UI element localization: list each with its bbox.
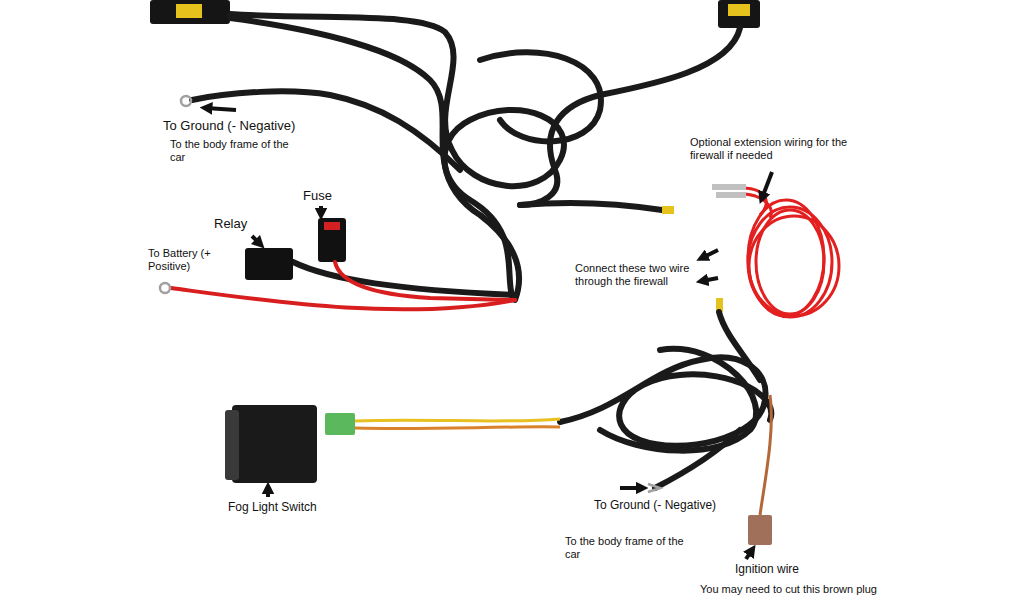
callout-label: To the body frame of the car: [170, 138, 295, 164]
pointer-arrow: [702, 250, 718, 258]
callout-label: Relay: [214, 216, 247, 232]
pointer-arrow: [702, 278, 718, 281]
pointer-arrow: [266, 488, 270, 497]
ground-wire: [655, 430, 740, 488]
callout-label: Fuse: [303, 188, 332, 204]
callout-label: You may need to cut this brown plug: [700, 583, 877, 596]
callout-label: Connect these two wire through the firew…: [575, 262, 693, 288]
connector-seal: [176, 4, 202, 18]
pointer-arrow: [206, 108, 236, 110]
callout-label: To Ground (- Negative): [594, 498, 716, 512]
ring-terminal: [160, 283, 170, 293]
harness-wires: [192, 14, 740, 300]
callout-label: To Ground (- Negative): [163, 118, 295, 134]
pointer-arrow: [252, 236, 260, 244]
coil-loop: [756, 210, 824, 314]
coil-lead: [745, 194, 771, 218]
ignition-wire: [760, 395, 771, 515]
harness-wires: [560, 312, 771, 488]
pointer-arrow: [746, 550, 752, 559]
extension-wire-coil: [745, 188, 839, 317]
switch-connector: [325, 413, 355, 435]
pointer-arrow: [762, 172, 772, 198]
callout-label: Fog Light Switch: [228, 500, 317, 514]
callout-label: To Battery (+ Positive): [148, 247, 228, 273]
switch-body: [232, 405, 317, 483]
fuse-wire: [335, 262, 515, 300]
relay-wire: [293, 262, 515, 295]
pointer-arrow: [319, 206, 323, 214]
ring-terminal: [181, 96, 191, 106]
switch-face: [225, 410, 239, 480]
spade-terminal: [716, 192, 746, 198]
spade-terminal: [712, 184, 746, 190]
connector-seal: [728, 4, 750, 16]
fork-terminal: [648, 484, 660, 492]
switch-wire: [355, 419, 560, 421]
red-wires: [171, 262, 515, 309]
fuse-holder: [318, 218, 346, 262]
pointer-arrows: [206, 108, 772, 559]
plug-connector: [718, 0, 760, 28]
switch-wire: [355, 427, 560, 429]
brown-plug: [748, 515, 772, 545]
plug-connector: [150, 0, 230, 24]
wire: [520, 203, 662, 210]
callout-label: Optional extension wiring for the firewa…: [690, 136, 850, 162]
yellow-wire-end: [662, 206, 674, 214]
wire: [230, 18, 512, 296]
relay-body: [245, 248, 293, 280]
callout-label: Ignition wire: [735, 562, 799, 576]
callout-label: To the body frame of the car: [565, 535, 690, 561]
fuse: [324, 222, 340, 230]
wire: [230, 14, 564, 300]
pointer-arrow: [620, 486, 642, 490]
wire: [480, 52, 601, 141]
